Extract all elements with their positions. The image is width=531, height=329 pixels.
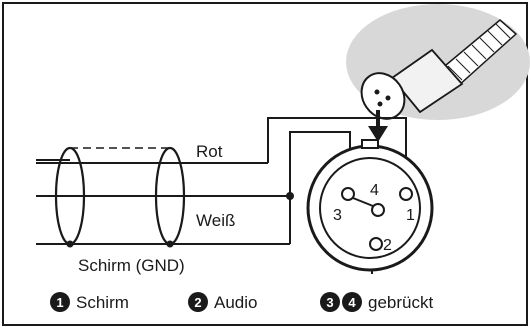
pin-2-contact <box>369 237 383 251</box>
legend-marker-3-icon <box>320 292 340 312</box>
xlr-socket-front <box>306 139 434 272</box>
pin-4-label: 4 <box>370 182 379 199</box>
legend-marker-1-icon <box>50 292 70 312</box>
legend-marker-4-number: 4 <box>348 295 356 310</box>
plug-to-socket-arrow <box>368 110 388 142</box>
legend-item-3-4: 3 4 gebrückt <box>320 292 433 312</box>
wire-white-label: Weiß <box>196 211 235 230</box>
legend-text-4: gebrückt <box>368 293 433 312</box>
pin-2-label: 2 <box>383 237 392 254</box>
legend-text-1: Schirm <box>76 293 129 312</box>
pin-3-contact <box>341 187 355 201</box>
legend-text-2: Audio <box>214 293 257 312</box>
legend-item-2: 2 Audio <box>188 292 257 312</box>
legend-marker-2-icon <box>188 292 208 312</box>
pin-1-contact <box>399 187 413 201</box>
legend-marker-1-number: 1 <box>56 295 63 310</box>
legend-marker-3-number: 3 <box>326 295 333 310</box>
shield-label: Schirm (GND) <box>78 256 185 275</box>
cable-wires <box>36 147 290 245</box>
xlr-cable-plug-icon <box>360 19 518 120</box>
legend-item-1: 1 Schirm <box>50 292 129 312</box>
pin-1-label: 1 <box>406 207 415 224</box>
legend: 1 Schirm 2 Audio 3 4 gebrückt <box>50 292 433 312</box>
legend-marker-4-icon <box>342 292 362 312</box>
pin-3-label: 3 <box>333 207 342 224</box>
legend-marker-2-number: 2 <box>194 295 201 310</box>
wire-red-label: Rot <box>196 142 223 161</box>
pin-4-contact <box>371 203 385 217</box>
cable-shield-loops <box>54 146 186 248</box>
